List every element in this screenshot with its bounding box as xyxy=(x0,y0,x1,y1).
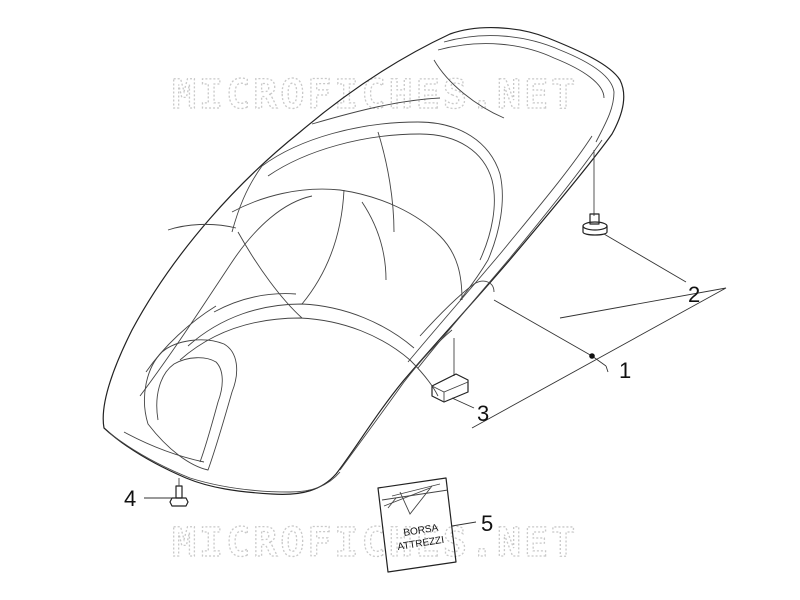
tool-bag-outline xyxy=(377,477,457,573)
hinge-bracket xyxy=(431,338,469,403)
tool-bag: BORSA ATTREZZI xyxy=(377,477,457,573)
watermark-bottom: MICROFICHES.NET xyxy=(172,520,578,566)
callout-1: 1 xyxy=(619,358,631,383)
seat-front-handle xyxy=(144,339,238,471)
leader-line-3 xyxy=(451,397,475,409)
leader-lines xyxy=(144,233,727,527)
watermark-top: MICROFICHES.NET xyxy=(172,72,578,118)
seat-outline xyxy=(102,27,625,495)
rubber-buffer xyxy=(582,150,608,236)
callout-2: 2 xyxy=(688,282,700,307)
leader-line-1 xyxy=(493,299,607,367)
callout-4: 4 xyxy=(124,486,136,511)
seat-drawing xyxy=(102,27,625,495)
callout-5: 5 xyxy=(481,511,493,536)
screw xyxy=(169,478,189,507)
leader-line-2 xyxy=(603,233,687,283)
tool-bag-label-line1: BORSA xyxy=(403,523,440,539)
callout-3: 3 xyxy=(477,401,489,426)
bracket-line-1-2 xyxy=(471,287,727,429)
leader-line-5 xyxy=(451,521,477,527)
reference-dot xyxy=(589,353,595,359)
